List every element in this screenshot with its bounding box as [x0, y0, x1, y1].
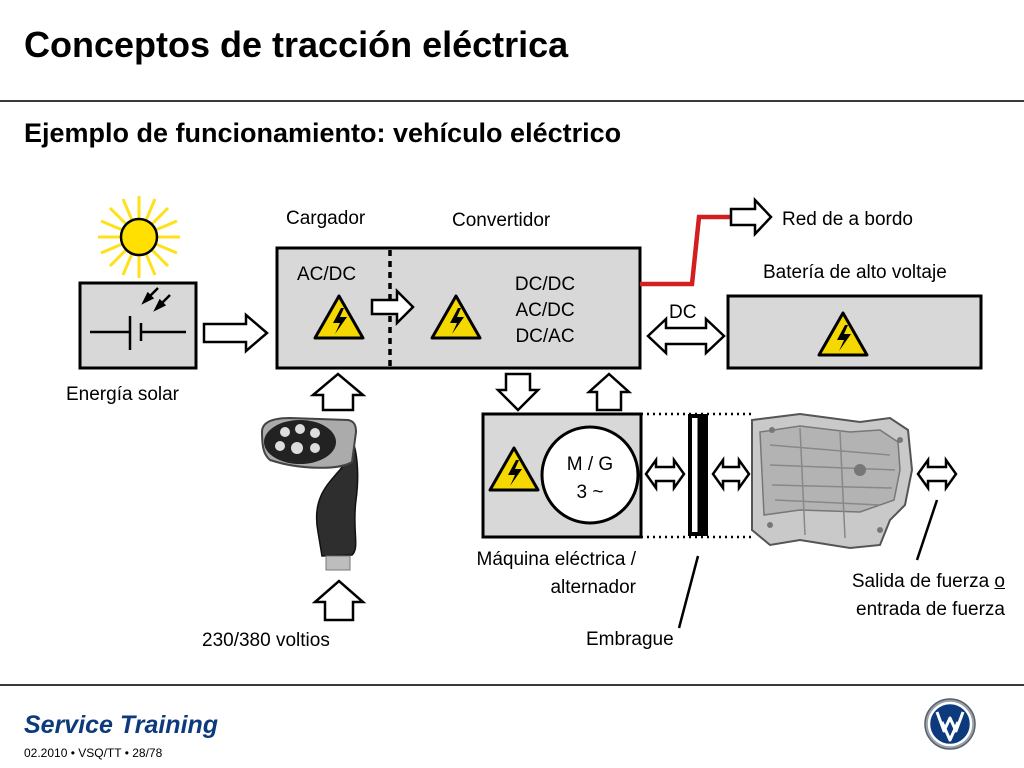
solar-cell-icon — [90, 287, 186, 350]
leader-clutch — [677, 555, 700, 629]
charger-mode-label: AC/DC — [297, 264, 357, 285]
service-training-brand: Service Training — [24, 711, 219, 739]
clutch-icon — [688, 414, 708, 536]
vw-logo-icon — [924, 698, 976, 750]
slide-title: Conceptos de tracción eléctrica — [24, 24, 569, 65]
power-input-label-line2: entrada de fuerza — [856, 599, 1005, 620]
electric-machine-label: Máquina eléctrica / — [476, 549, 636, 570]
high-voltage-battery-box — [726, 294, 983, 370]
onboard-network-line — [640, 214, 731, 287]
onboard-network-label: Red de a bordo — [782, 209, 913, 230]
voltage-label: 230/380 voltios — [202, 630, 330, 651]
converter-label: Convertidor — [452, 210, 551, 231]
footer-divider — [0, 684, 1024, 686]
arrow-charger-to-converter — [370, 287, 415, 327]
header-divider — [0, 100, 1024, 102]
leader-output — [915, 499, 939, 561]
arrow-clutch-transmission — [711, 456, 751, 492]
clutch-label: Embrague — [586, 629, 674, 650]
charger-converter-box — [275, 246, 642, 370]
solar-cell-box — [78, 281, 198, 370]
alternator-label: alternador — [550, 577, 636, 598]
arrow-plug-to-charger — [309, 372, 367, 412]
transmission-icon — [751, 412, 914, 550]
arrow-motor-clutch — [644, 456, 686, 492]
dc-label: DC — [669, 302, 697, 323]
arrow-onboard-network — [729, 196, 773, 238]
arrow-converter-to-motor — [494, 372, 542, 412]
converter-mode-2: AC/DC — [515, 300, 575, 321]
power-output-label-line1: Salida de fuerza o — [851, 571, 1005, 592]
slide-subtitle: Ejemplo de funcionamiento: vehículo eléc… — [24, 118, 622, 148]
converter-mode-3: DC/AC — [515, 326, 575, 347]
motor-phase-text: 3 ~ — [576, 482, 604, 503]
charging-plug-icon — [260, 416, 359, 571]
solar-energy-label: Energía solar — [66, 384, 180, 405]
electric-machine-box — [481, 412, 643, 539]
footer-meta: 02.2010 • VSQ/TT • 28/78 — [24, 746, 163, 760]
converter-mode-1: DC/DC — [514, 274, 576, 295]
arrow-solar-to-charger — [202, 312, 269, 354]
motor-generator-text: M / G — [566, 454, 614, 475]
arrow-power-output — [916, 456, 958, 492]
sun-icon — [98, 196, 180, 278]
battery-label: Batería de alto voltaje — [763, 262, 947, 283]
arrow-motor-to-converter — [585, 372, 633, 412]
arrow-dc-bidirectional — [646, 316, 726, 356]
arrow-grid-to-plug — [311, 579, 367, 622]
charger-label: Cargador — [286, 208, 366, 229]
